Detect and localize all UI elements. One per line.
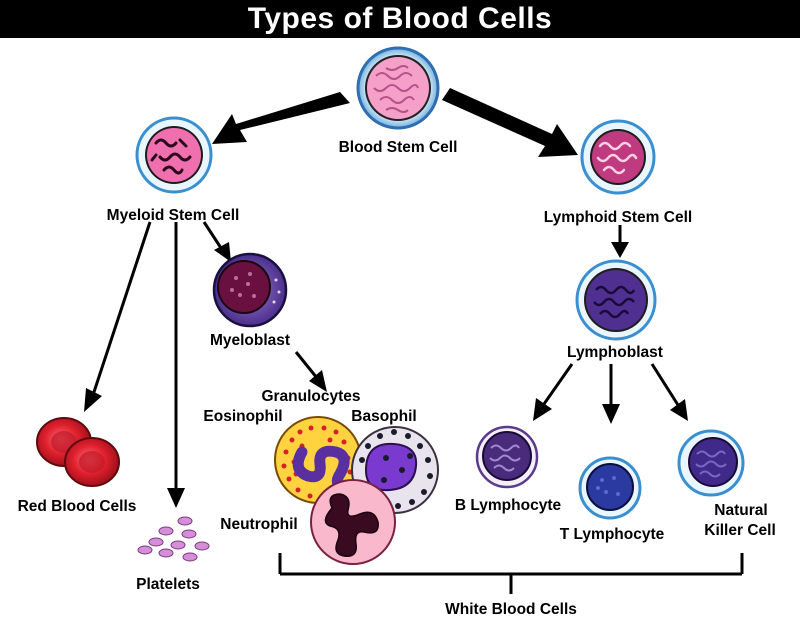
labels: Blood Stem Cell Myeloid Stem Cell Lympho… bbox=[18, 139, 776, 618]
blood-stem-cell bbox=[356, 46, 440, 130]
label-natural-killer-line1: Natural bbox=[714, 502, 767, 519]
label-lymphoblast: Lymphoblast bbox=[567, 344, 663, 361]
title-bar: Types of Blood Cells bbox=[0, 0, 800, 38]
label-eosinophil: Eosinophil bbox=[203, 408, 282, 425]
label-b-lymphocyte: B Lymphocyte bbox=[455, 497, 562, 514]
label-lymphoid-stem-cell: Lymphoid Stem Cell bbox=[544, 209, 692, 226]
label-neutrophil: Neutrophil bbox=[220, 516, 298, 533]
lymphoid-stem-cell bbox=[580, 119, 656, 195]
lymphoblast-cell bbox=[575, 259, 657, 341]
arrowhead-b-lymphocyte bbox=[533, 398, 552, 421]
neutrophil-cell bbox=[310, 479, 396, 565]
arrowhead-lymphoblast bbox=[611, 242, 629, 258]
arrow-to-b-lymphocyte bbox=[542, 363, 574, 405]
natural-killer-cell bbox=[677, 429, 745, 497]
label-red-blood-cells: Red Blood Cells bbox=[18, 498, 137, 515]
page-title: Types of Blood Cells bbox=[247, 2, 553, 35]
arrowhead-red-cells bbox=[84, 388, 102, 412]
label-platelets: Platelets bbox=[136, 576, 200, 593]
arrowhead-myeloblast bbox=[214, 242, 231, 262]
white-cells-bracket bbox=[278, 553, 744, 594]
arrowhead-t-lymphocyte bbox=[602, 404, 620, 424]
arrow-to-myeloid bbox=[212, 92, 350, 144]
arrows bbox=[84, 88, 744, 594]
arrow-to-myeloblast bbox=[202, 221, 223, 249]
t-lymphocyte-cell bbox=[578, 456, 642, 520]
label-myeloblast: Myeloblast bbox=[210, 332, 290, 349]
label-basophil: Basophil bbox=[351, 408, 416, 425]
label-myeloid-stem-cell: Myeloid Stem Cell bbox=[107, 207, 240, 224]
b-lymphocyte-cell bbox=[475, 425, 539, 489]
arrow-to-natural-killer bbox=[650, 363, 680, 406]
label-granulocytes: Granulocytes bbox=[261, 388, 360, 405]
red-blood-cells bbox=[36, 417, 120, 487]
label-natural-killer-line2: Killer Cell bbox=[704, 522, 776, 539]
arrow-to-granulocytes bbox=[294, 351, 319, 379]
arrowhead-granulocytes bbox=[309, 370, 327, 392]
platelets bbox=[137, 516, 210, 562]
myeloid-stem-cell bbox=[135, 116, 213, 194]
label-t-lymphocyte: T Lymphocyte bbox=[560, 526, 665, 543]
arrow-to-lymphoid bbox=[442, 88, 578, 157]
arrowhead-platelets bbox=[167, 488, 185, 508]
label-white-blood-cells: White Blood Cells bbox=[445, 601, 577, 618]
arrowhead-natural-killer bbox=[670, 399, 688, 421]
label-blood-stem-cell: Blood Stem Cell bbox=[339, 139, 458, 156]
arrow-to-red-cells bbox=[91, 221, 152, 396]
myeloblast-cell bbox=[212, 252, 288, 328]
